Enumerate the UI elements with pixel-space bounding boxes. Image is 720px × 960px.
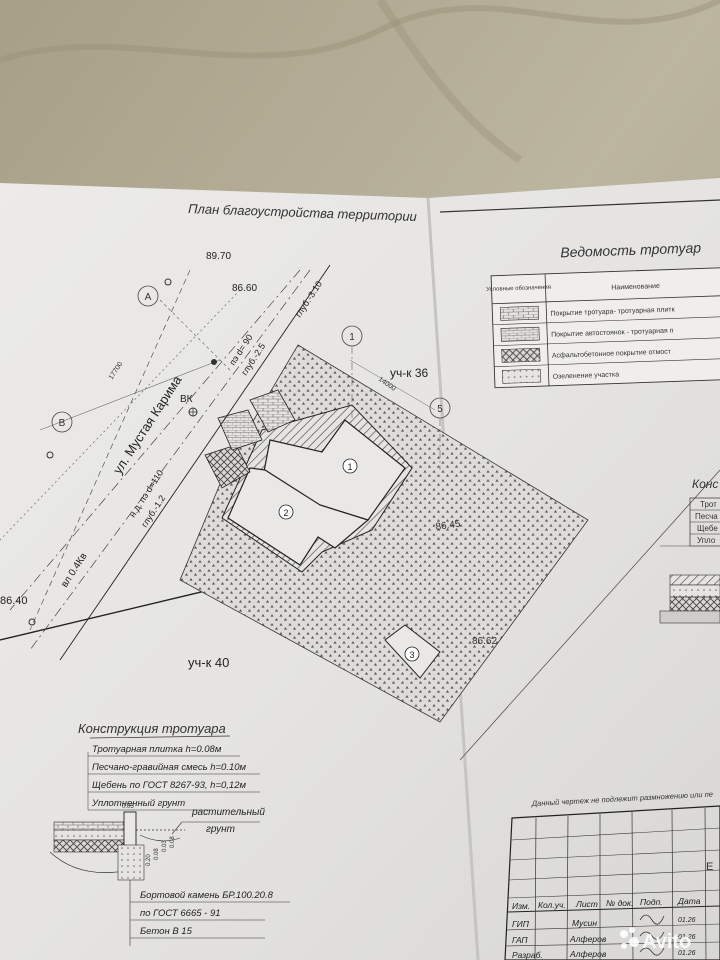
water-well-label: ВК (180, 394, 193, 405)
axis-label-b: В (59, 418, 66, 429)
curb-3: Бетон В 15 (140, 926, 193, 937)
legend-row-1: Покрытие тротуара- тротуарная плитк (550, 306, 675, 317)
tb-header-list: Лист (575, 899, 598, 909)
tb-corner-letter: Е (706, 861, 713, 873)
dim-008b: 0.08 (170, 836, 176, 848)
dim-003: 0.03 (162, 840, 168, 852)
tb-header-kol: Кол.уч. (538, 900, 566, 910)
right-detail-row-4: Упло (697, 536, 716, 545)
axis-label-a: А (145, 292, 152, 303)
avito-watermark: Avito (620, 927, 691, 953)
elevation-86-40: 86.40 (0, 595, 28, 607)
tb-header-izm: Изм. (512, 901, 530, 911)
dim-005: 0.05 (122, 804, 134, 810)
watermark-text: Avito (642, 931, 691, 953)
dim-008: 0.08 (154, 848, 160, 860)
tb-name-razrab: Алферов (569, 949, 607, 959)
ground-label-1: растительный (191, 807, 265, 818)
tb-date-gap: 01.26 (678, 934, 696, 941)
plot-label-36: уч-к 36 (390, 366, 429, 380)
signature (639, 914, 665, 925)
building-number-1: 1 (347, 462, 352, 472)
layer-1: Тротуарная плитка h=0.08м (92, 744, 222, 755)
axis-label-5: 5 (437, 404, 443, 415)
ground-label-2: грунт (206, 824, 235, 835)
right-detail-row-2: Песча (695, 512, 718, 521)
elevation-86-62: 86.62 (472, 636, 497, 647)
tb-date-gip: 01.26 (678, 917, 696, 924)
tb-header-date: Дата (677, 896, 701, 906)
legend-row-4: Озеленение участка (553, 371, 620, 380)
tb-role-razrab: Разраб. (512, 950, 543, 960)
building-number-3: 3 (409, 650, 414, 660)
curb-1: Бортовой камень БР.100.20.8 (140, 890, 274, 901)
tb-date-razrab: 01.26 (678, 950, 696, 957)
pavement-construction: Конструкция тротуара Тротуарная плитка h… (49, 721, 290, 946)
curb-2: по ГОСТ 6665 - 91 (140, 908, 221, 919)
tb-name-gip: Мусин (572, 918, 597, 928)
right-detail-title: Конс (692, 477, 718, 491)
tb-header-doc: № док. (606, 898, 633, 908)
construction-title: Конструкция тротуара (78, 721, 226, 736)
elevation-86-60: 86.60 (232, 283, 257, 294)
legend: Ведомость тротуар Условные обозначения Н… (486, 239, 720, 389)
elevation-89-70: 89.70 (206, 251, 231, 262)
tb-name-gap: Алферов (569, 934, 607, 944)
tb-header-podp: Подп. (640, 897, 663, 907)
right-detail-row-1: Трот (700, 500, 717, 509)
legend-col-symbol: Условные обозначения (486, 285, 551, 293)
right-detail: Конс Трот Песча Щебе Упло (659, 477, 720, 624)
house-2 (227, 467, 370, 566)
site-plan: 1 2 3 А В 1 5 89.70 86.60 86.4 (0, 251, 589, 723)
axis-label-1: 1 (349, 332, 355, 343)
legend-title: Ведомость тротуар (560, 239, 701, 260)
layer-4: Уплотненный грунт (91, 798, 185, 809)
layer-3: Щебень по ГОСТ 8267-93, h=0,12м (92, 780, 246, 791)
legend-row-2: Покрытие автостоянок - тротуарная п (551, 327, 674, 338)
tb-role-gip: ГИП (512, 919, 530, 929)
elevation-86-45: 86.45 (435, 519, 462, 533)
layer-2: Песчано-гравийная смесь h=0.10м (92, 762, 247, 773)
plot-label-40: уч-к 40 (188, 655, 229, 670)
legend-col-name: Наименование (611, 283, 660, 292)
right-detail-row-3: Щебе (697, 524, 718, 533)
tb-role-gap: ГАП (512, 935, 528, 945)
building-number-2: 2 (283, 508, 288, 518)
dim-020: 0.20 (146, 854, 152, 866)
